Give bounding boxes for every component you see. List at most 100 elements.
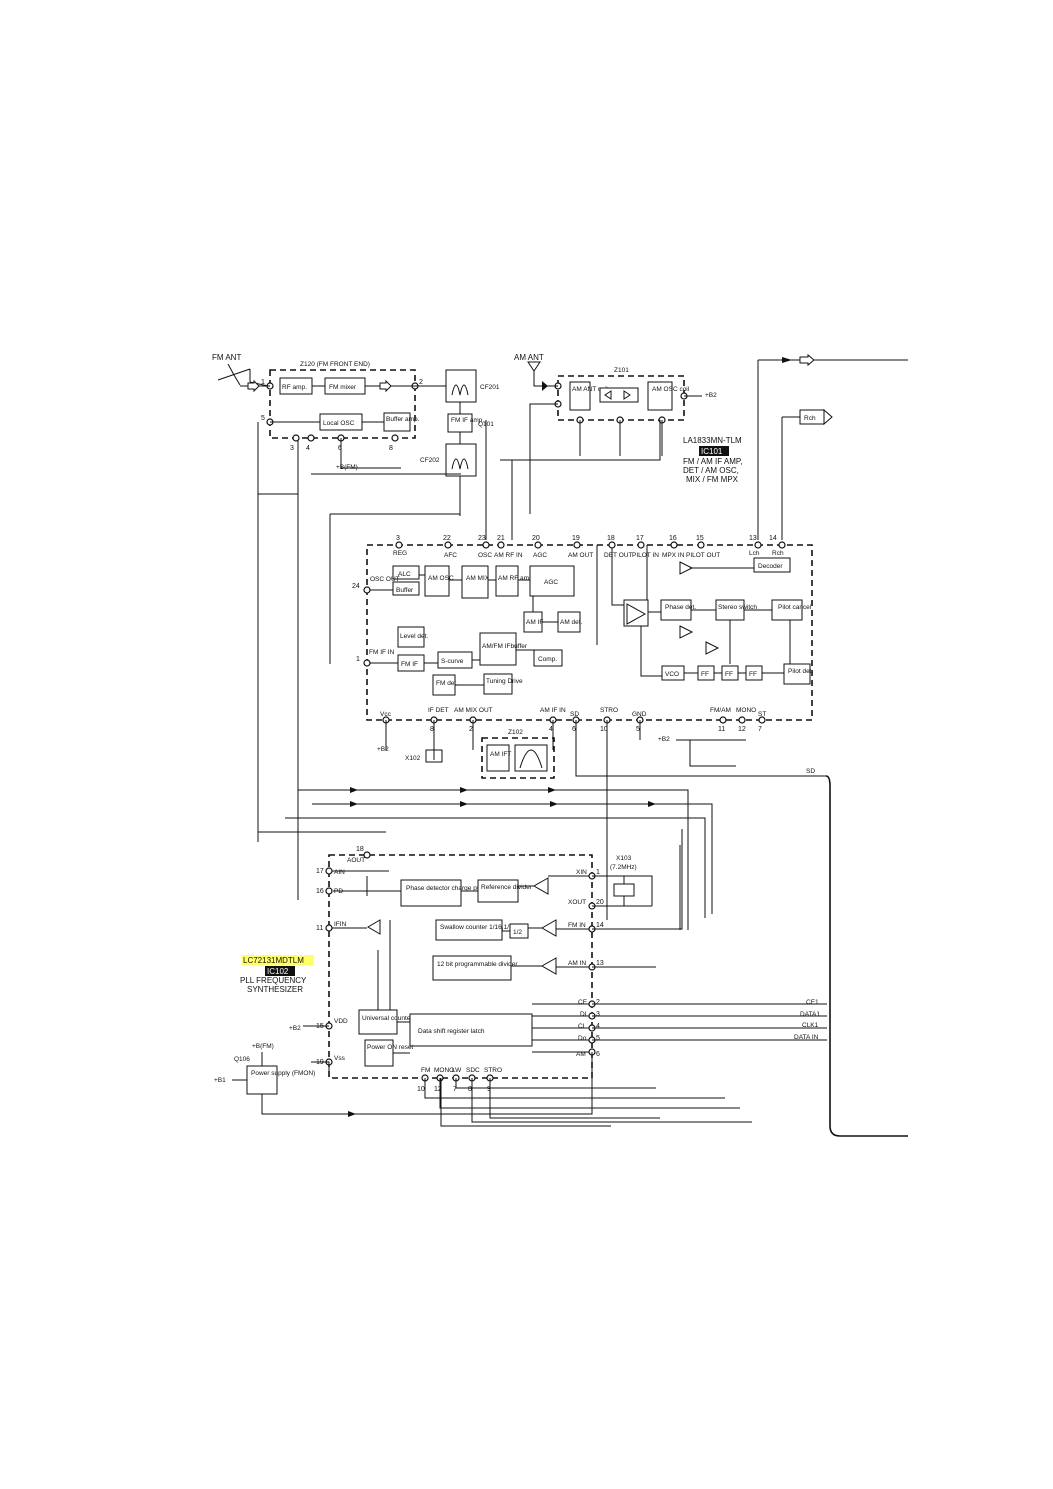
diagram-label: MPX IN bbox=[662, 552, 685, 559]
x102-label: X102 bbox=[405, 755, 421, 762]
diagram-label: Stereo switch bbox=[718, 604, 757, 611]
diagram-label: Tuning Drive bbox=[486, 678, 523, 685]
diagram-label: 12 bbox=[738, 726, 746, 733]
diagram-label: 10 bbox=[417, 1086, 425, 1093]
diagram-label: SDC bbox=[466, 1067, 480, 1074]
diagram-label: 3 bbox=[396, 535, 400, 542]
diagram-label: Universal counter bbox=[362, 1015, 413, 1022]
ic101-if-buffer-block bbox=[479, 632, 517, 666]
x103-freq-label: (7.2MHz) bbox=[610, 864, 637, 871]
ic101-box bbox=[366, 544, 813, 721]
ic101-alc-block bbox=[392, 565, 420, 580]
diagram-label: CL bbox=[578, 1023, 587, 1030]
diagram-label: 18 bbox=[356, 846, 364, 853]
diagram-label: AM bbox=[576, 1051, 586, 1058]
ic102-programmable-divider-block bbox=[432, 955, 512, 981]
z120-label: Z120 (FM FRONT END) bbox=[300, 361, 370, 368]
x103-crystal bbox=[613, 883, 635, 897]
ic101-tuning-drive-block bbox=[483, 673, 513, 695]
diagram-label: 24 bbox=[352, 583, 360, 590]
diagram-label: Phase det. bbox=[665, 604, 696, 611]
diagram-label: 21 bbox=[497, 535, 505, 542]
am-ift-block bbox=[486, 744, 510, 772]
local-osc-label: Local OSC bbox=[323, 420, 355, 427]
buffer-amp-label: Buffer amp. bbox=[386, 416, 420, 423]
diagram-label: 14 bbox=[596, 922, 604, 929]
diagram-label: 8 bbox=[468, 1086, 472, 1093]
diagram-label: 18 bbox=[607, 535, 615, 542]
diagram-label: 8 bbox=[430, 726, 434, 733]
ic101-agc-block bbox=[529, 565, 575, 597]
diagram-label: 5 bbox=[261, 415, 265, 422]
diagram-label: 6 bbox=[572, 726, 576, 733]
diagram-label: FM det. bbox=[436, 680, 458, 687]
diagram-label: 1/2 bbox=[513, 929, 522, 936]
diagram-label: FM IF bbox=[401, 661, 418, 668]
diagram-label: 9 bbox=[487, 1086, 491, 1093]
diagram-label: FM bbox=[421, 1067, 430, 1074]
diagram-label: FM IF IN bbox=[369, 649, 395, 656]
diagram-label: 7 bbox=[453, 1086, 457, 1093]
diagram-label: Rch bbox=[772, 550, 784, 557]
am-ift-label: AM IFT bbox=[490, 751, 511, 758]
diagram-label: AIN bbox=[334, 869, 345, 876]
diagram-label: 14 bbox=[769, 535, 777, 542]
diagram-label: ALC bbox=[398, 571, 411, 578]
diagram-label: 6 bbox=[596, 1051, 600, 1058]
power-supply-block bbox=[246, 1065, 278, 1095]
cf201-label: CF201 bbox=[480, 384, 500, 391]
diagram-label: AM IF IN bbox=[540, 707, 566, 714]
diagram-label: STRO bbox=[484, 1067, 502, 1074]
signal-data1: DATA1 bbox=[800, 1011, 820, 1018]
diagram-label: 4 bbox=[596, 1023, 600, 1030]
diagram-label: 20 bbox=[532, 535, 540, 542]
diagram-label: Pilot det. bbox=[788, 668, 813, 675]
ic102-phase-detector-block bbox=[400, 879, 462, 907]
diagram-label: AM/FM IFbuffer bbox=[482, 643, 528, 650]
ic101-pilot-det-block bbox=[783, 663, 811, 685]
diagram-label: ST bbox=[758, 711, 766, 718]
am-osc-coil-label: AM OSC coil bbox=[652, 386, 690, 393]
z101-b2-label: +B2 bbox=[705, 392, 717, 399]
z101-label: Z101 bbox=[614, 367, 629, 374]
diagram-label: XOUT bbox=[568, 899, 586, 906]
ic101-b2-label: +B2 bbox=[377, 746, 389, 753]
diagram-label: AM OSC bbox=[428, 575, 454, 582]
diagram-label: Decoder bbox=[758, 563, 783, 570]
ic101-desc-line-2: DET / AM OSC, bbox=[683, 466, 739, 475]
ic101-top-pins bbox=[395, 541, 786, 549]
ic102-data-shift-register-block bbox=[409, 1013, 533, 1047]
ic101-part-label: LA1833MN-TLM bbox=[683, 436, 742, 445]
ic101-level-det-block bbox=[397, 626, 425, 648]
diagram-label: 4 bbox=[549, 726, 553, 733]
diagram-label: 5 bbox=[636, 726, 640, 733]
diagram-label: VCO bbox=[665, 671, 679, 678]
diagram-label: FF bbox=[701, 671, 709, 678]
diagram-label: 19 bbox=[572, 535, 580, 542]
diagram-label: AGC bbox=[533, 552, 547, 559]
diagram-label: 1 bbox=[596, 869, 600, 876]
diagram-label: 2 bbox=[469, 726, 473, 733]
diagram-label: 4 bbox=[306, 445, 310, 452]
diagram-label: Swallow counter 1/16,1/17 4bit bbox=[440, 924, 529, 931]
diagram-label: Lch bbox=[749, 550, 760, 557]
ic101-decoder-block bbox=[753, 557, 791, 573]
diagram-label: 6 bbox=[338, 445, 342, 452]
diagram-label: AM IN bbox=[568, 960, 586, 967]
diagram-label: AM MIX OUT bbox=[454, 707, 493, 714]
diagram-label: 16 bbox=[669, 535, 677, 542]
rch-output-label: Rch bbox=[804, 415, 816, 422]
diagram-label: VDD bbox=[334, 1018, 348, 1025]
cf202-label: CF202 bbox=[420, 457, 440, 464]
ic101-am-osc-block bbox=[424, 565, 450, 597]
ic101-pin-1 bbox=[363, 659, 371, 667]
diagram-label: AM RF amp. bbox=[498, 575, 535, 582]
diagram-label: IFIN bbox=[334, 921, 347, 928]
ic102-swallow-counter-block bbox=[435, 919, 503, 941]
diagram-label: PILOT OUT bbox=[686, 552, 720, 559]
ic101-bottom-pins bbox=[382, 716, 766, 724]
diagram-label: AM det. bbox=[560, 619, 583, 626]
diagram-label: 12 bit programmable divider bbox=[437, 961, 518, 968]
diagram-label: 16 bbox=[316, 888, 324, 895]
